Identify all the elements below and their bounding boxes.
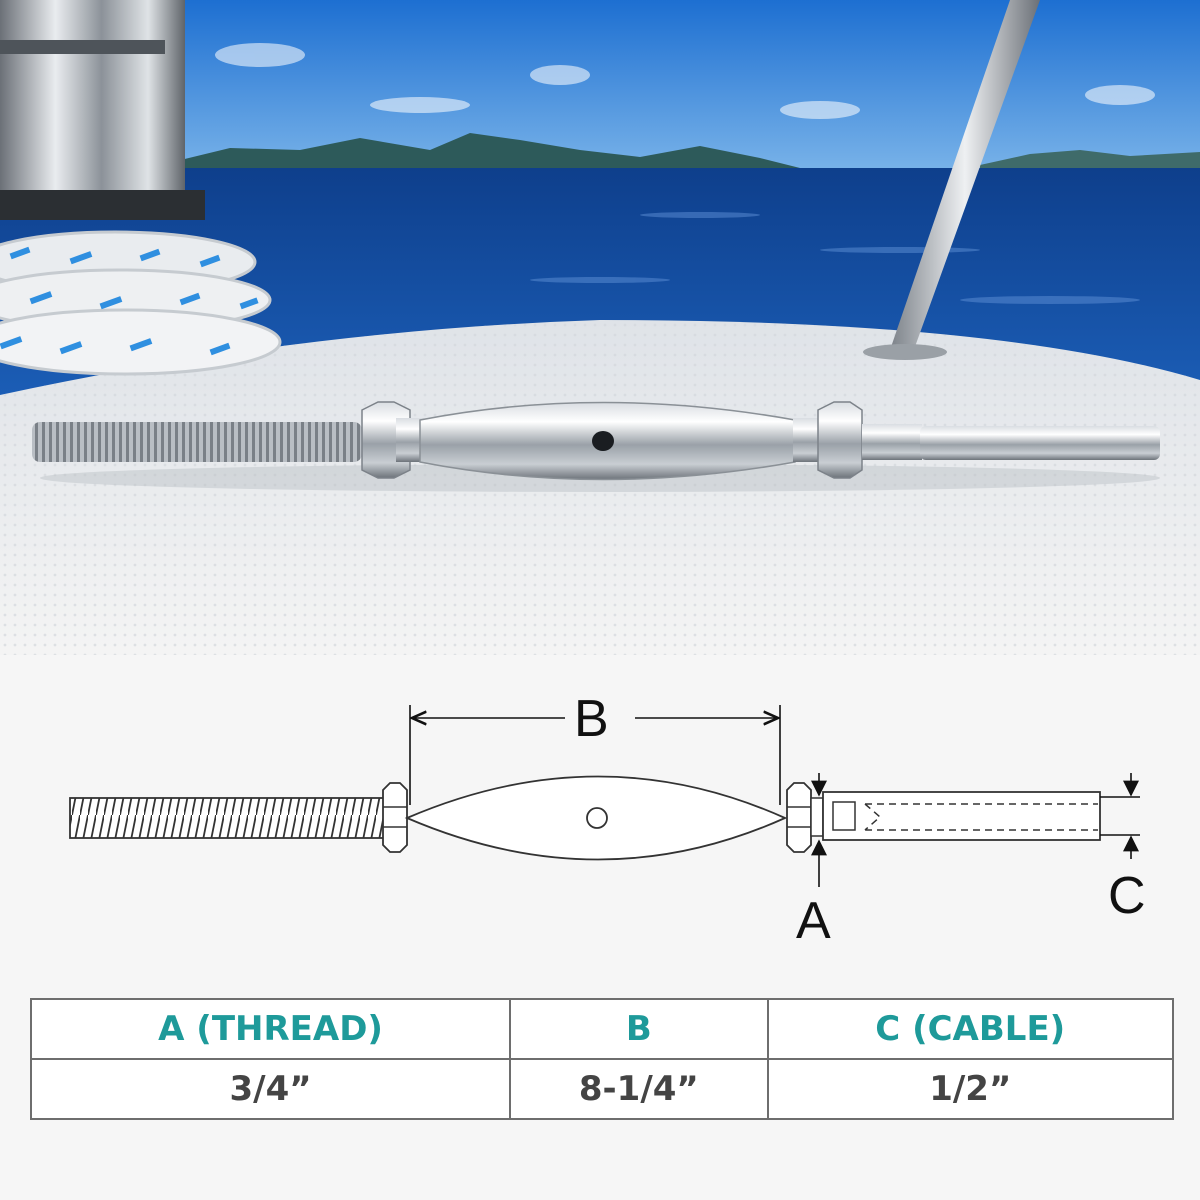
header-b: B bbox=[509, 998, 769, 1060]
header-a-thread: A (THREAD) bbox=[29, 998, 512, 1060]
value-b: 8-1/4” bbox=[509, 1058, 769, 1120]
rope-coil bbox=[0, 230, 282, 376]
product-photo bbox=[0, 0, 1200, 655]
spec-table-value-row: 3/4” 8-1/4” 1/2” bbox=[29, 1058, 1175, 1120]
dimension-drawing: B A C A (THREAD) B C (CABLE) 3/4” 8-1/4”… bbox=[0, 655, 1200, 1200]
threaded-rod bbox=[69, 797, 386, 839]
value-a: 3/4” bbox=[29, 1058, 512, 1120]
turnbuckle-photo bbox=[32, 401, 1160, 492]
swage-stud bbox=[822, 791, 1101, 841]
turnbuckle-line-drawing bbox=[69, 705, 1140, 887]
dimension-b-label: B bbox=[574, 690, 609, 748]
value-c: 1/2” bbox=[766, 1058, 1175, 1120]
photo-illustration bbox=[0, 0, 1200, 655]
spec-table-header-row: A (THREAD) B C (CABLE) bbox=[29, 998, 1175, 1060]
dimension-a-label: A bbox=[796, 892, 831, 950]
spec-table: A (THREAD) B C (CABLE) 3/4” 8-1/4” 1/2” bbox=[29, 998, 1175, 1120]
header-c-cable: C (CABLE) bbox=[766, 998, 1175, 1060]
dimension-c-label: C bbox=[1108, 867, 1146, 925]
